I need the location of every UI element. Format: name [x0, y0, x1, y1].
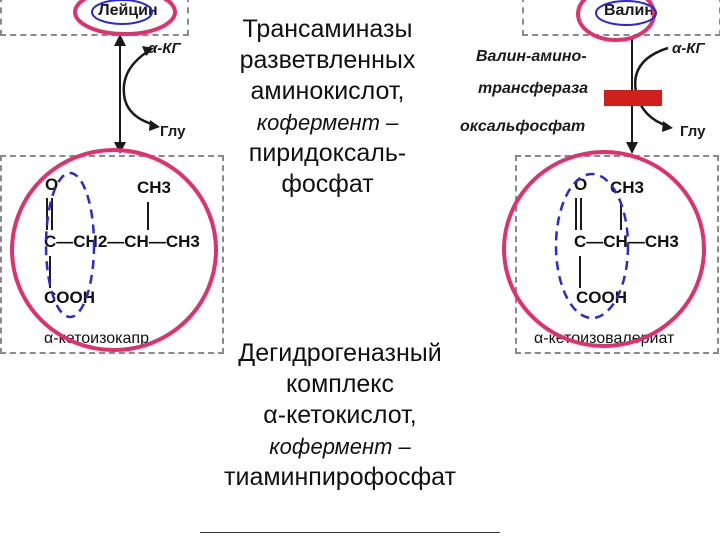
enzyme2-coenzyme: тиаминпирофосфат — [224, 463, 456, 491]
right-ch3-group: CH3 — [610, 178, 645, 197]
left-ch3-group: CH3 — [137, 178, 172, 197]
left-amino-acid-highlight-circle — [73, 0, 177, 36]
right-keto-acid-frame — [515, 155, 719, 354]
enzyme1-coenzyme-line1: пиридоксаль- — [248, 139, 407, 167]
right-enzyme-name-line2: трансфераза — [478, 80, 589, 97]
right-cooh-bond — [579, 256, 581, 288]
left-cooh-group: COOH — [44, 288, 95, 307]
left-keto-acid-highlight-circle — [10, 148, 218, 352]
left-transamination-arrows — [114, 34, 160, 154]
enzyme1-title-line3: аминокислот, — [250, 77, 405, 105]
right-keto-acid-highlight-circle — [502, 150, 706, 348]
right-amino-acid-highlight-oval — [595, 0, 657, 26]
left-backbone-chain: C—CH2—CH—CH3 — [44, 232, 200, 251]
enzyme2-title-line2: комплекс — [285, 370, 395, 398]
left-keto-acid-name: α-кетоизокапр — [44, 330, 149, 347]
left-amino-acid-frame — [0, 0, 189, 36]
left-ch3-bond — [147, 202, 149, 230]
right-amino-acid-label: Валин — [594, 2, 664, 20]
enzyme1-coenzyme-line2: фосфат — [281, 170, 374, 198]
left-cosubstrate-label: α-КГ — [148, 40, 181, 57]
right-backbone-chain: C—CH—CH3 — [574, 232, 679, 251]
enzyme2-title-line1: Дегидрогеназный — [238, 339, 442, 367]
enzyme1-coenzyme-prefix: кофермент – — [256, 110, 399, 135]
left-keto-acid-frame — [0, 155, 224, 354]
left-carboxyl-highlight-oval — [44, 171, 96, 319]
bottom-divider-line — [200, 532, 500, 533]
enzyme1-title-line1: Трансаминазы — [242, 15, 413, 43]
left-amino-acid-label: Лейцин — [92, 2, 164, 20]
right-carbonyl-double-bond — [575, 198, 582, 230]
right-product-label: Глу — [680, 123, 706, 140]
right-cosubstrate-label: α-КГ — [672, 40, 705, 57]
right-enzyme-block-marker — [604, 90, 662, 106]
right-carboxyl-highlight-oval — [554, 172, 630, 320]
left-product-label: Глу — [160, 123, 186, 140]
right-amino-acid-highlight-circle — [576, 0, 656, 42]
left-amino-acid-highlight-oval — [91, 0, 153, 25]
enzyme2-title-line3: α-кетокислот, — [263, 401, 417, 429]
enzyme1-title-line2: разветвленных — [239, 46, 416, 74]
right-enzyme-name-line1: Валин-амино- — [476, 48, 587, 65]
enzyme2-text-block: Дегидрогеназный комплекс α-кетокислот, к… — [165, 338, 515, 493]
enzyme2-coenzyme-prefix: кофермент – — [269, 434, 411, 459]
enzyme1-text-block: Трансаминазы разветвленных аминокислот, … — [190, 14, 465, 200]
right-cooh-group: COOH — [576, 288, 627, 307]
right-keto-acid-name: α-кетоизовалериат — [534, 330, 675, 347]
right-cofactor-partial: оксальфосфат — [460, 118, 586, 135]
